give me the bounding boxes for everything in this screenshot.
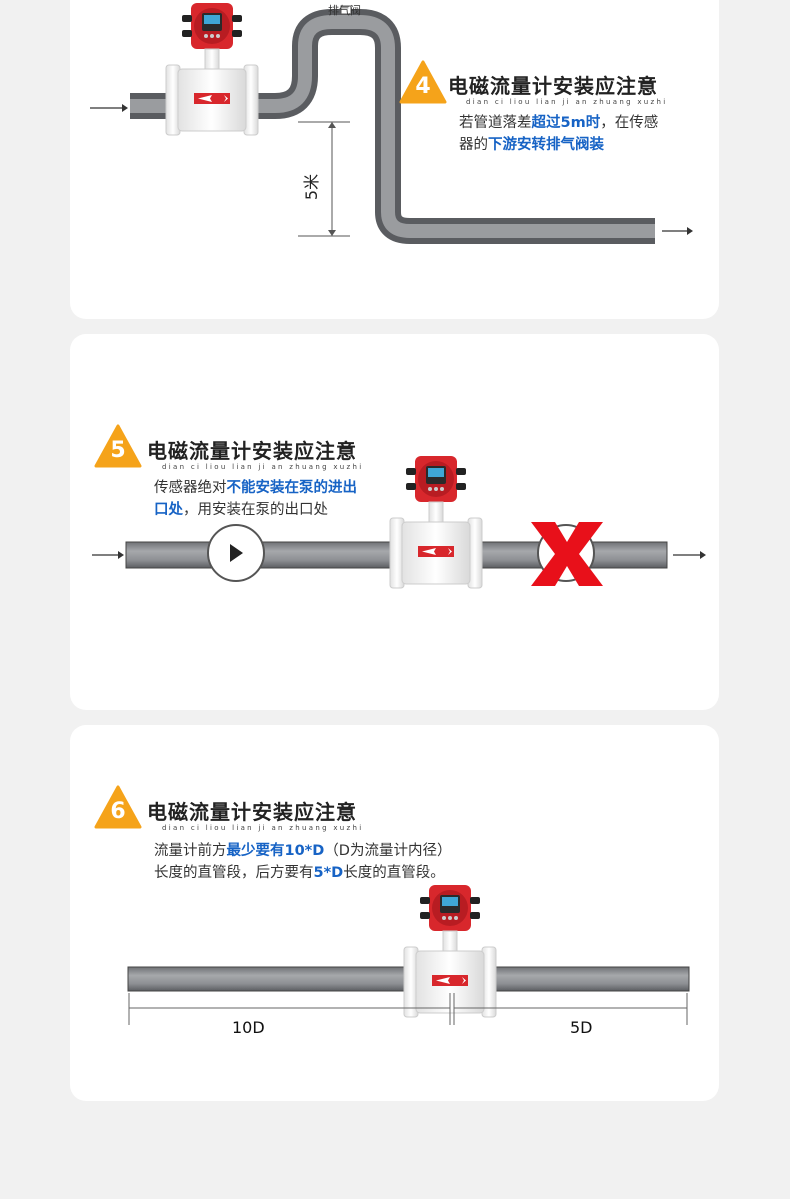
section-6-pinyin: dian ci liou lian ji an zhuang xuzhi xyxy=(162,824,364,832)
flowmeter xyxy=(389,455,483,589)
section-5-description: 传感器绝对不能安装在泵的进出 口处，用安装在泵的出口处 xyxy=(154,480,357,518)
upstream-length-label: 10D xyxy=(232,1018,265,1037)
section-4-card: 排气阀 5米 4 电磁流量计安装应注意 dian ci liou lian ji… xyxy=(70,0,719,319)
section-5-card: 5 电磁流量计安装应注意 dian ci liou lian ji an zhu… xyxy=(70,334,719,710)
section-4-title: 电磁流量计安装应注意 xyxy=(448,74,658,98)
pump-play-icon xyxy=(230,544,243,562)
downstream-length-label: 5D xyxy=(570,1018,593,1037)
section-5-pinyin: dian ci liou lian ji an zhuang xuzhi xyxy=(162,463,364,471)
forbidden-cross-icon xyxy=(531,522,603,586)
section-6-title: 电磁流量计安装应注意 xyxy=(147,800,357,824)
section-4-pinyin: dian ci liou lian ji an zhuang xuzhi xyxy=(466,98,668,106)
section-4-description: 若管道落差超过5m时，在传感 器的下游安转排气阀装 xyxy=(459,115,659,153)
section-5-title: 电磁流量计安装应注意 xyxy=(147,439,357,463)
section-5-diagram xyxy=(92,455,706,589)
flowmeter xyxy=(165,2,259,136)
height-label: 5米 xyxy=(302,173,322,201)
section-6-card: 6 电磁流量计安装应注意 dian ci liou lian ji an zhu… xyxy=(70,725,719,1101)
valve-label: 排气阀 xyxy=(328,4,361,17)
exhaust-valve xyxy=(340,5,352,15)
section-6-diagram xyxy=(127,884,690,1025)
section-6-description: 流量计前方最少要有10*D（D为流量计内径） 长度的直管段，后方要有5*D长度的… xyxy=(154,843,452,881)
section-4-diagram xyxy=(90,2,693,244)
